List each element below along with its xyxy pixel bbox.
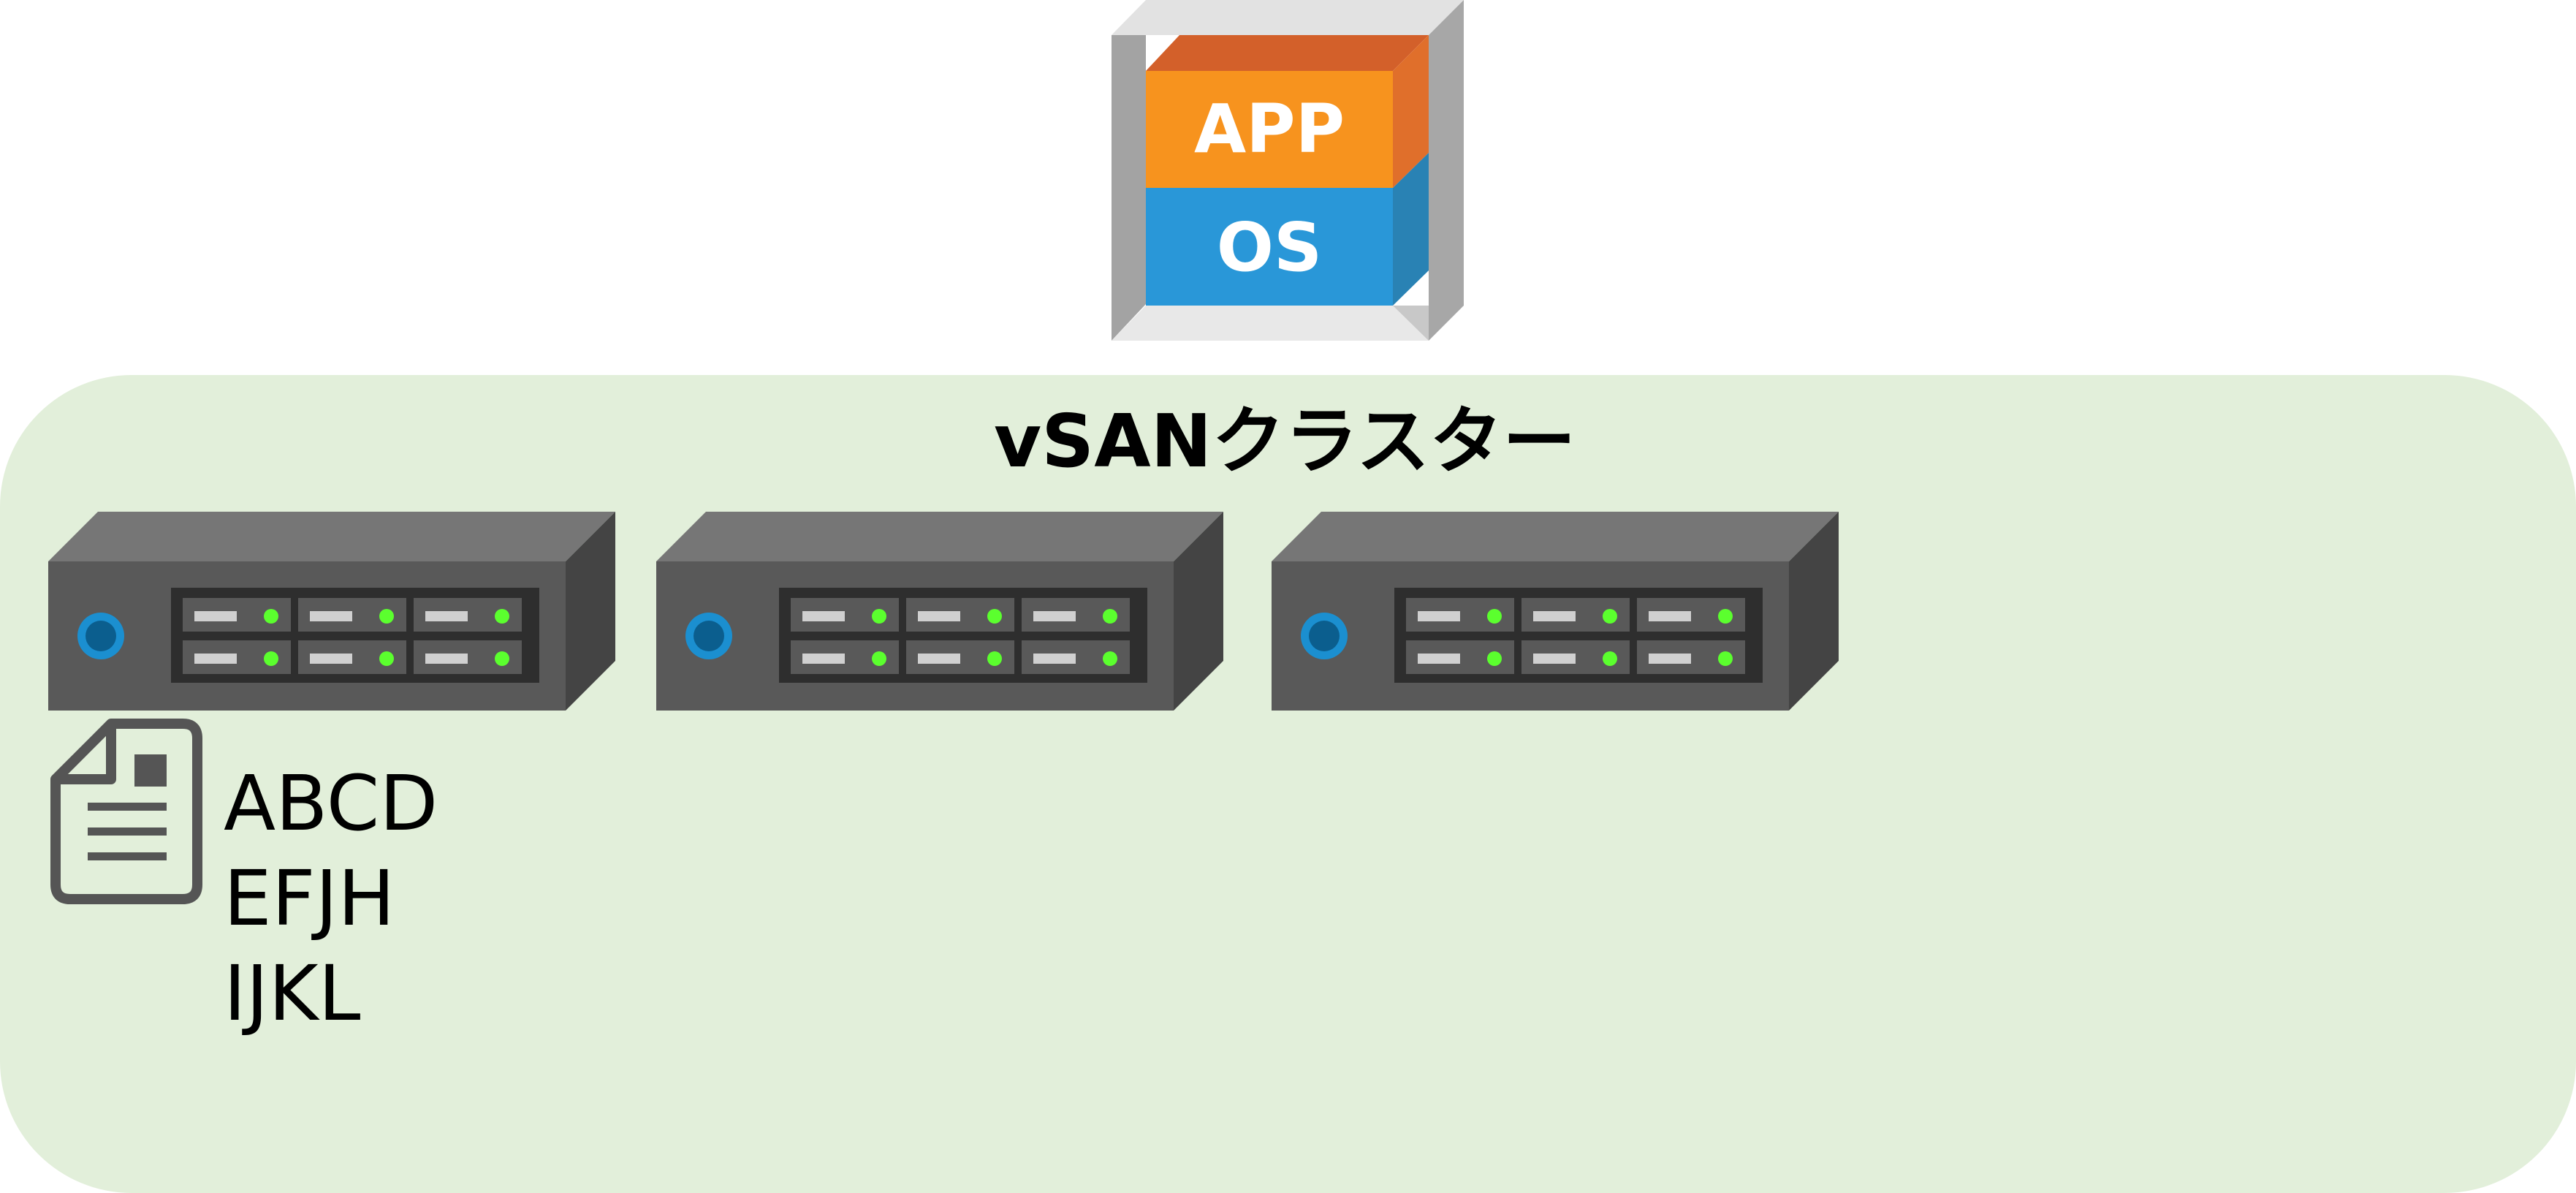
cluster-title: vSANクラスター	[994, 398, 1576, 484]
document-line-1: ABCD	[224, 759, 438, 848]
document-icon	[50, 719, 202, 904]
vm-icon: APP OS	[1112, 0, 1464, 341]
app-label: APP	[1194, 90, 1345, 168]
os-label: OS	[1217, 208, 1322, 287]
server-icon	[1272, 512, 1839, 711]
cluster-area	[0, 375, 2576, 1193]
server-icon	[656, 512, 1223, 711]
server-icon	[48, 512, 615, 711]
document-line-3: IJKL	[224, 949, 361, 1038]
document-line-2: EFJH	[224, 854, 395, 943]
